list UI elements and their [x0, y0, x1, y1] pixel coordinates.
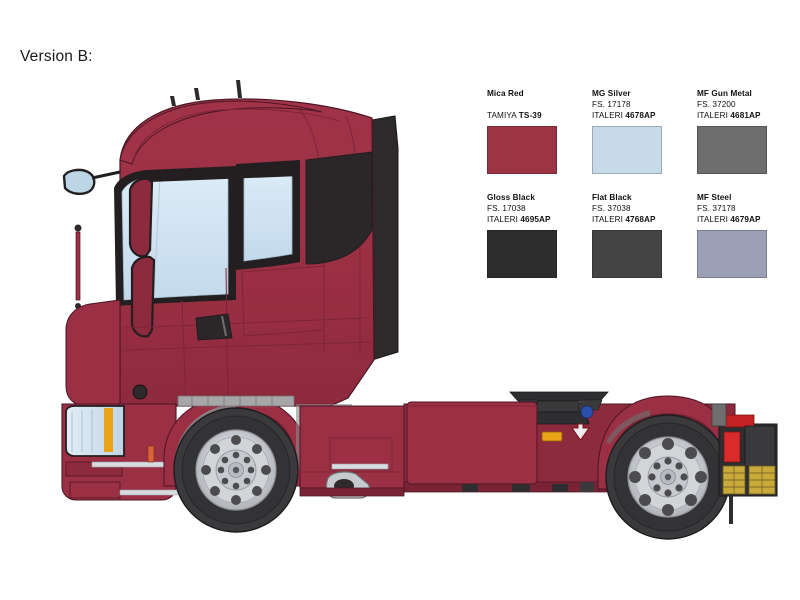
paint-code: 4679AP — [730, 215, 761, 224]
paint-name: MF Steel — [697, 193, 732, 202]
rear-wheel-rim — [627, 436, 709, 518]
indicator-amber — [104, 408, 113, 452]
paint-brand-line: TAMIYA TS-39 — [487, 110, 576, 121]
cab-body — [119, 80, 399, 407]
front-fender — [163, 395, 352, 487]
sleeper-quarter-window — [305, 151, 373, 265]
paint-code: 4681AP — [730, 111, 761, 120]
paint-color-chart: Mica Red TAMIYA TS-39 MG Silver FS. 1717… — [487, 88, 787, 278]
paint-brand: ITALERI — [697, 215, 731, 224]
paint-code: 4695AP — [520, 215, 551, 224]
cab-glass — [114, 151, 373, 306]
cab-front — [61, 265, 373, 501]
side-repeater — [147, 445, 155, 463]
mirror-assembly — [62, 166, 300, 338]
paint-brand: ITALERI — [487, 215, 521, 224]
front-wheel-rim — [195, 429, 277, 511]
rear-wheel — [605, 414, 731, 540]
paint-fs-code: FS. 17038 — [487, 204, 526, 213]
paint-swatch — [697, 230, 767, 278]
paint-swatch — [487, 230, 557, 278]
paint-fs-code: FS. 37200 — [697, 100, 736, 109]
paint-swatch — [592, 126, 662, 174]
paint-swatch — [487, 126, 557, 174]
fifth-wheel-coupling — [498, 391, 609, 425]
air-tank-cap — [580, 405, 594, 419]
paint-name: Flat Black — [592, 193, 632, 202]
paint-swatch — [592, 230, 662, 278]
paint-name: MF Gun Metal — [697, 89, 752, 98]
main-mirror — [128, 177, 154, 258]
paint-fs-code: FS. 17178 — [592, 100, 631, 109]
paint-name: Mica Red — [487, 89, 524, 98]
paint-brand: ITALERI — [697, 111, 731, 120]
paint-row-2: Gloss Black FS. 17038 ITALERI 4695AP Fla… — [487, 192, 787, 278]
paint-cell-flat-black: Flat Black FS. 37038 ITALERI 4768AP — [592, 192, 681, 278]
paint-cell-mf-gun-metal: MF Gun Metal FS. 37200 ITALERI 4681AP — [697, 88, 786, 174]
cab-shell — [119, 98, 375, 407]
frame-rail-details — [462, 482, 594, 492]
exhaust-outlet — [325, 471, 371, 499]
windscreen — [121, 173, 229, 301]
kerb-mirror — [62, 168, 96, 196]
version-label: Version B: — [20, 48, 93, 65]
paint-brand-line: ITALERI 4679AP — [697, 214, 786, 225]
paint-fs-code: FS. 37038 — [592, 204, 631, 213]
fuel-tank — [406, 401, 538, 485]
paint-cell-mf-steel: MF Steel FS. 37178 ITALERI 4679AP — [697, 192, 786, 278]
paint-brand-line: ITALERI 4678AP — [592, 110, 681, 121]
door-window — [243, 168, 293, 262]
paint-brand: ITALERI — [592, 111, 626, 120]
battery-box-panel — [329, 437, 393, 471]
rear-light-red — [723, 431, 741, 463]
rear-step-grate — [722, 465, 776, 495]
paint-code: 4678AP — [625, 111, 656, 120]
side-marker-amber-mid — [541, 431, 563, 442]
chassis-markers — [426, 423, 590, 442]
paint-brand-line: ITALERI 4681AP — [697, 110, 786, 121]
paint-brand: TAMIYA — [487, 111, 519, 120]
paint-name: MG Silver — [592, 89, 631, 98]
paint-code: TS-39 — [518, 111, 542, 120]
door-handle — [195, 313, 233, 341]
side-skirt-assembly — [147, 405, 405, 499]
paint-name: Gloss Black — [487, 193, 535, 202]
paint-cell-gloss-black: Gloss Black FS. 17038 ITALERI 4695AP — [487, 192, 576, 278]
door-mirror-mount — [132, 384, 148, 400]
rear-end-assembly — [711, 403, 778, 524]
paint-code: 4768AP — [625, 215, 656, 224]
chassis-frame — [403, 403, 736, 493]
paint-brand: ITALERI — [592, 215, 626, 224]
paint-row-1: Mica Red TAMIYA TS-39 MG Silver FS. 1717… — [487, 88, 787, 174]
paint-fs-code: FS. 37178 — [697, 204, 736, 213]
paint-swatch — [697, 126, 767, 174]
paint-fs-spacer — [487, 99, 576, 110]
front-wheel — [173, 407, 299, 533]
paint-cell-mg-silver: MG Silver FS. 17178 ITALERI 4678AP — [592, 88, 681, 174]
wide-angle-mirror — [130, 255, 156, 338]
side-marker-amber-rear — [426, 431, 448, 442]
front-bumper — [61, 403, 177, 501]
rear-fender — [597, 395, 739, 490]
paint-brand-line: ITALERI 4768AP — [592, 214, 681, 225]
paint-brand-line: ITALERI 4695AP — [487, 214, 576, 225]
headlamp — [65, 405, 125, 457]
chassis-badge — [571, 423, 590, 441]
paint-cell-mica-red: Mica Red TAMIYA TS-39 — [487, 88, 576, 174]
